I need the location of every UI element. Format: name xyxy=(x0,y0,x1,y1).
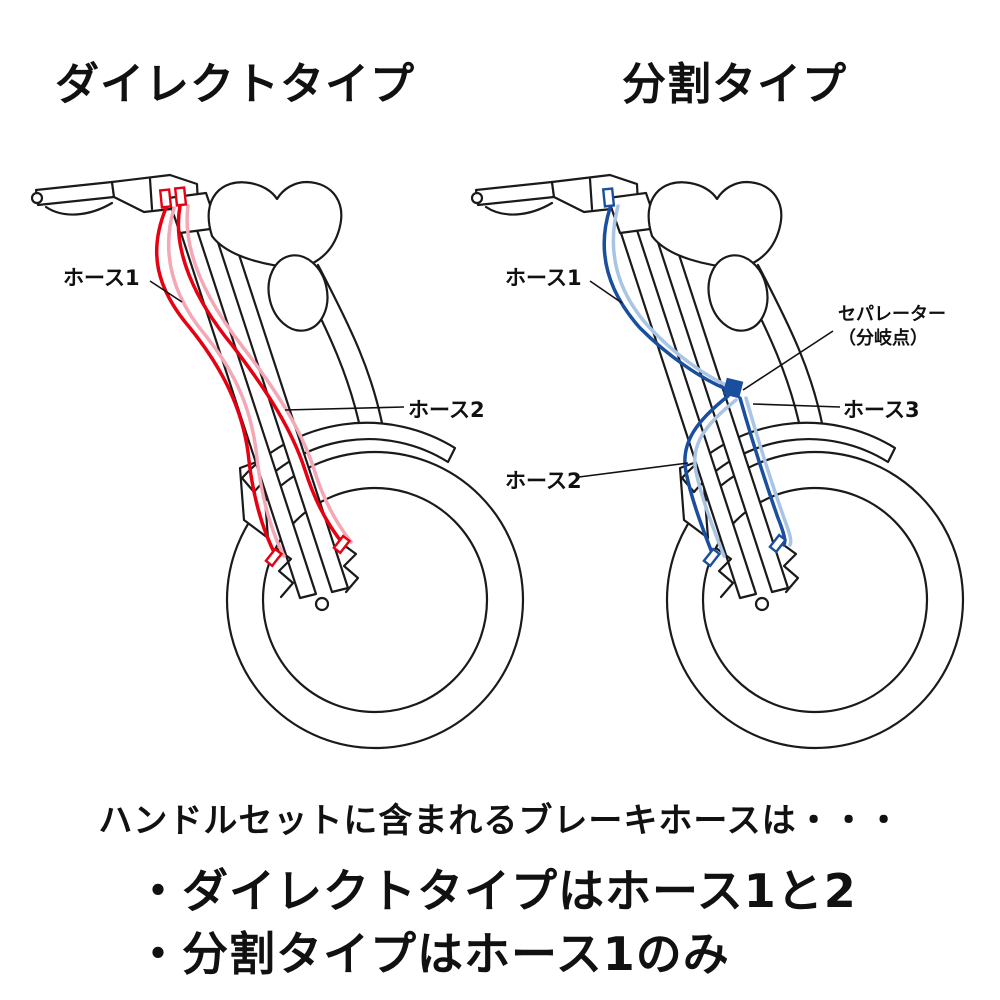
split-hose-2 xyxy=(683,394,730,560)
split-hose-1 xyxy=(602,206,728,391)
label-left-hose1: ホース1 xyxy=(63,266,140,290)
label-right-hose1: ホース1 xyxy=(505,266,582,290)
label-left-hose2: ホース2 xyxy=(408,398,485,422)
leader-left-hose2 xyxy=(284,406,405,411)
title-direct-type: ダイレクトタイプ xyxy=(55,59,415,110)
label-separator-line2: （分岐点） xyxy=(838,328,928,350)
leader-separator xyxy=(742,330,834,391)
footer-bullet-split: ・分割タイプはホース1のみ xyxy=(135,927,730,981)
direct-hoses xyxy=(154,204,346,560)
direct-hose-fittings xyxy=(158,186,352,568)
leader-left-hose1 xyxy=(149,280,183,303)
leader-right-hose2 xyxy=(578,462,689,478)
leader-lines xyxy=(149,280,841,478)
footer-bullet-direct: ・ダイレクトタイプはホース1と2 xyxy=(135,864,857,918)
label-right-hose3: ホース3 xyxy=(843,398,920,422)
direct-hoses-far-side xyxy=(166,204,353,558)
leader-right-hose3 xyxy=(752,403,841,408)
label-separator: セパレーター （分岐点） xyxy=(838,303,946,352)
direct-hose-2 xyxy=(176,204,346,547)
split-hose-fittings xyxy=(601,187,788,568)
separator-marker xyxy=(722,377,744,399)
title-split-type: 分割タイプ xyxy=(622,59,847,110)
label-separator-line1: セパレーター xyxy=(838,304,946,325)
split-hoses-far-side xyxy=(611,204,793,558)
direct-hose-1 xyxy=(154,206,279,560)
footer-intro-text: ハンドルセットに含まれるブレーキホースは・・・ xyxy=(98,801,902,841)
label-right-hose2: ホース2 xyxy=(505,469,582,493)
direct-type-bike-sketch xyxy=(30,173,525,750)
split-type-bike-sketch xyxy=(470,173,965,750)
leader-right-hose1 xyxy=(589,280,623,304)
